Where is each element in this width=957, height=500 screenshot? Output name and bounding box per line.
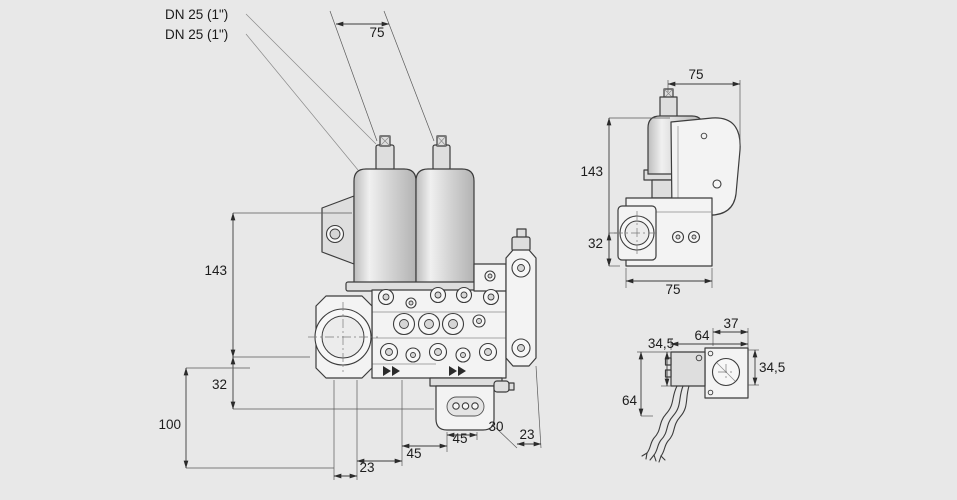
inlet-flange [308, 295, 378, 379]
side-view-dimensions: 75 143 32 75 [580, 67, 741, 297]
dim-label-front-30: 30 [488, 419, 503, 434]
dim-label-fp-345-left: 34,5 [648, 336, 674, 351]
dim-label-side-75-bottom: 75 [665, 282, 680, 297]
cable-wires [641, 385, 690, 463]
dim-label-side-75-top: 75 [688, 67, 703, 82]
dim-label-front-75: 75 [369, 25, 384, 40]
footprint-coil-box [664, 351, 706, 387]
dn-callout-bottom: DN 25 (1") [165, 27, 228, 42]
dim-label-front-100: 100 [158, 417, 181, 432]
side-valve-body [614, 197, 713, 267]
actuator-block [429, 377, 515, 431]
dim-label-fp-345-right: 34,5 [759, 360, 785, 375]
dim-label-front-32: 32 [212, 377, 227, 392]
footprint-view: 37 64 34,5 34,5 64 [622, 316, 785, 463]
footprint-body [704, 347, 749, 399]
dim-label-fp-64-left: 64 [622, 393, 638, 408]
footprint-dimensions: 37 64 34,5 34,5 64 [622, 316, 785, 417]
dim-label-front-45b: 45 [452, 431, 467, 446]
front-view-dimensions: 75 143 32 100 23 45 45 [158, 10, 542, 480]
dn-callout-top: DN 25 (1") [165, 7, 228, 22]
mounting-bracket [321, 195, 355, 265]
dim-label-fp-64-top: 64 [694, 328, 710, 343]
dim-label-front-143: 143 [204, 263, 227, 278]
dim-label-front-45a: 45 [406, 446, 421, 461]
dim-label-fp-37: 37 [723, 316, 738, 331]
side-housing-flap [670, 117, 741, 216]
solenoid-coil-right [415, 135, 475, 285]
dim-label-front-23a: 23 [359, 460, 374, 475]
dim-label-side-143: 143 [580, 164, 603, 179]
dim-label-side-32: 32 [588, 236, 603, 251]
front-view: 75 143 32 100 23 45 45 [158, 10, 542, 480]
valve-body [371, 263, 507, 379]
flow-direction-icon [383, 366, 466, 376]
outlet-flange [505, 228, 537, 367]
side-view: 75 143 32 75 [580, 67, 741, 297]
dim-label-front-23b: 23 [519, 427, 534, 442]
dn-callouts: DN 25 (1") DN 25 (1") [165, 7, 377, 171]
bolt-holes [377, 286, 500, 363]
